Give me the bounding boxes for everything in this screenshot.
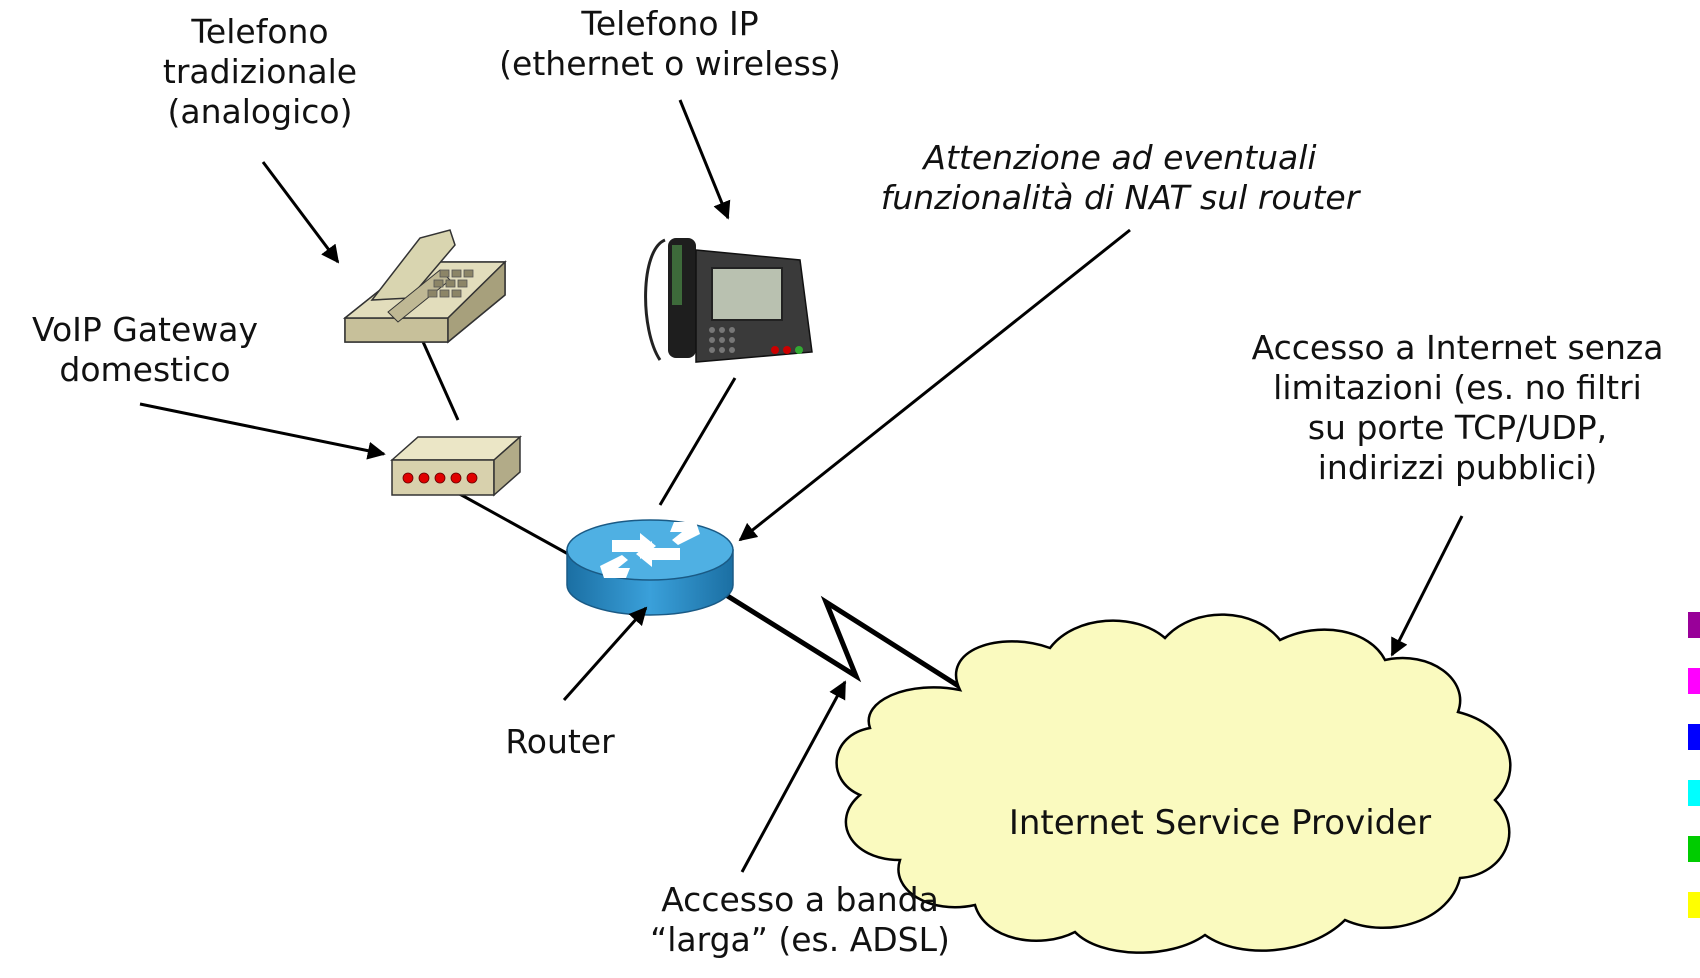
link-ipphone-router	[658, 377, 737, 506]
side-swatch	[1688, 612, 1700, 638]
arrow-broadband	[740, 680, 847, 873]
label-line: su porte TCP/UDP,	[1307, 408, 1608, 447]
arrow-router	[562, 606, 648, 701]
link-gateway-router	[455, 490, 571, 557]
arrow-ip-phone	[678, 99, 731, 220]
link-phone-gateway	[418, 334, 460, 421]
side-swatch	[1688, 780, 1700, 806]
label-line: limitazioni (es. no filtri	[1273, 368, 1642, 407]
label-ip-phone: Telefono IP (ethernet o wireless)	[480, 4, 860, 84]
router-icon	[566, 519, 734, 616]
side-swatch	[1688, 892, 1700, 918]
label-nat-note: Attenzione ad eventuali funzionalità di …	[850, 138, 1390, 218]
label-line: Telefono	[191, 12, 329, 51]
ip-phone-icon	[644, 238, 813, 363]
link-router-isp-lightning	[716, 587, 970, 695]
label-line: “larga” (es. ADSL)	[650, 920, 950, 959]
label-line: Telefono IP	[581, 4, 759, 43]
side-swatch	[1688, 668, 1700, 694]
label-line: indirizzi pubblici)	[1317, 448, 1598, 487]
label-line: (analogico)	[167, 92, 353, 131]
label-internet-access: Accesso a Internet senza limitazioni (es…	[1215, 328, 1700, 488]
label-voip-gateway: VoIP Gateway domestico	[0, 310, 290, 390]
label-router: Router	[480, 722, 640, 762]
side-swatch	[1688, 724, 1700, 750]
voip-gateway-icon	[390, 435, 522, 497]
label-line: tradizionale	[162, 52, 358, 91]
label-line: Internet Service Provider	[1008, 803, 1432, 843]
side-swatches	[1688, 612, 1700, 918]
label-broadband: Accesso a banda “larga” (es. ADSL)	[620, 880, 980, 960]
label-line: (ethernet o wireless)	[499, 44, 841, 83]
label-line: Router	[505, 722, 615, 761]
analog-phone-icon	[342, 229, 507, 344]
arrow-nat-note	[738, 228, 1131, 542]
arrow-analog-phone	[261, 161, 340, 264]
side-swatch	[1688, 836, 1700, 862]
isp-cloud	[835, 613, 1512, 954]
label-analog-phone: Telefono tradizionale (analogico)	[130, 12, 390, 132]
label-line: VoIP Gateway	[31, 310, 259, 349]
label-isp: Internet Service Provider	[1000, 803, 1440, 843]
label-line: Attenzione ad eventuali	[923, 138, 1317, 177]
label-line: Accesso a Internet senza	[1251, 328, 1664, 367]
label-line: funzionalità di NAT sul router	[880, 178, 1360, 217]
arrow-internet-access	[1390, 515, 1464, 657]
label-line: Accesso a banda	[661, 880, 939, 919]
arrow-voip-gateway	[139, 402, 386, 460]
label-line: domestico	[59, 350, 231, 389]
